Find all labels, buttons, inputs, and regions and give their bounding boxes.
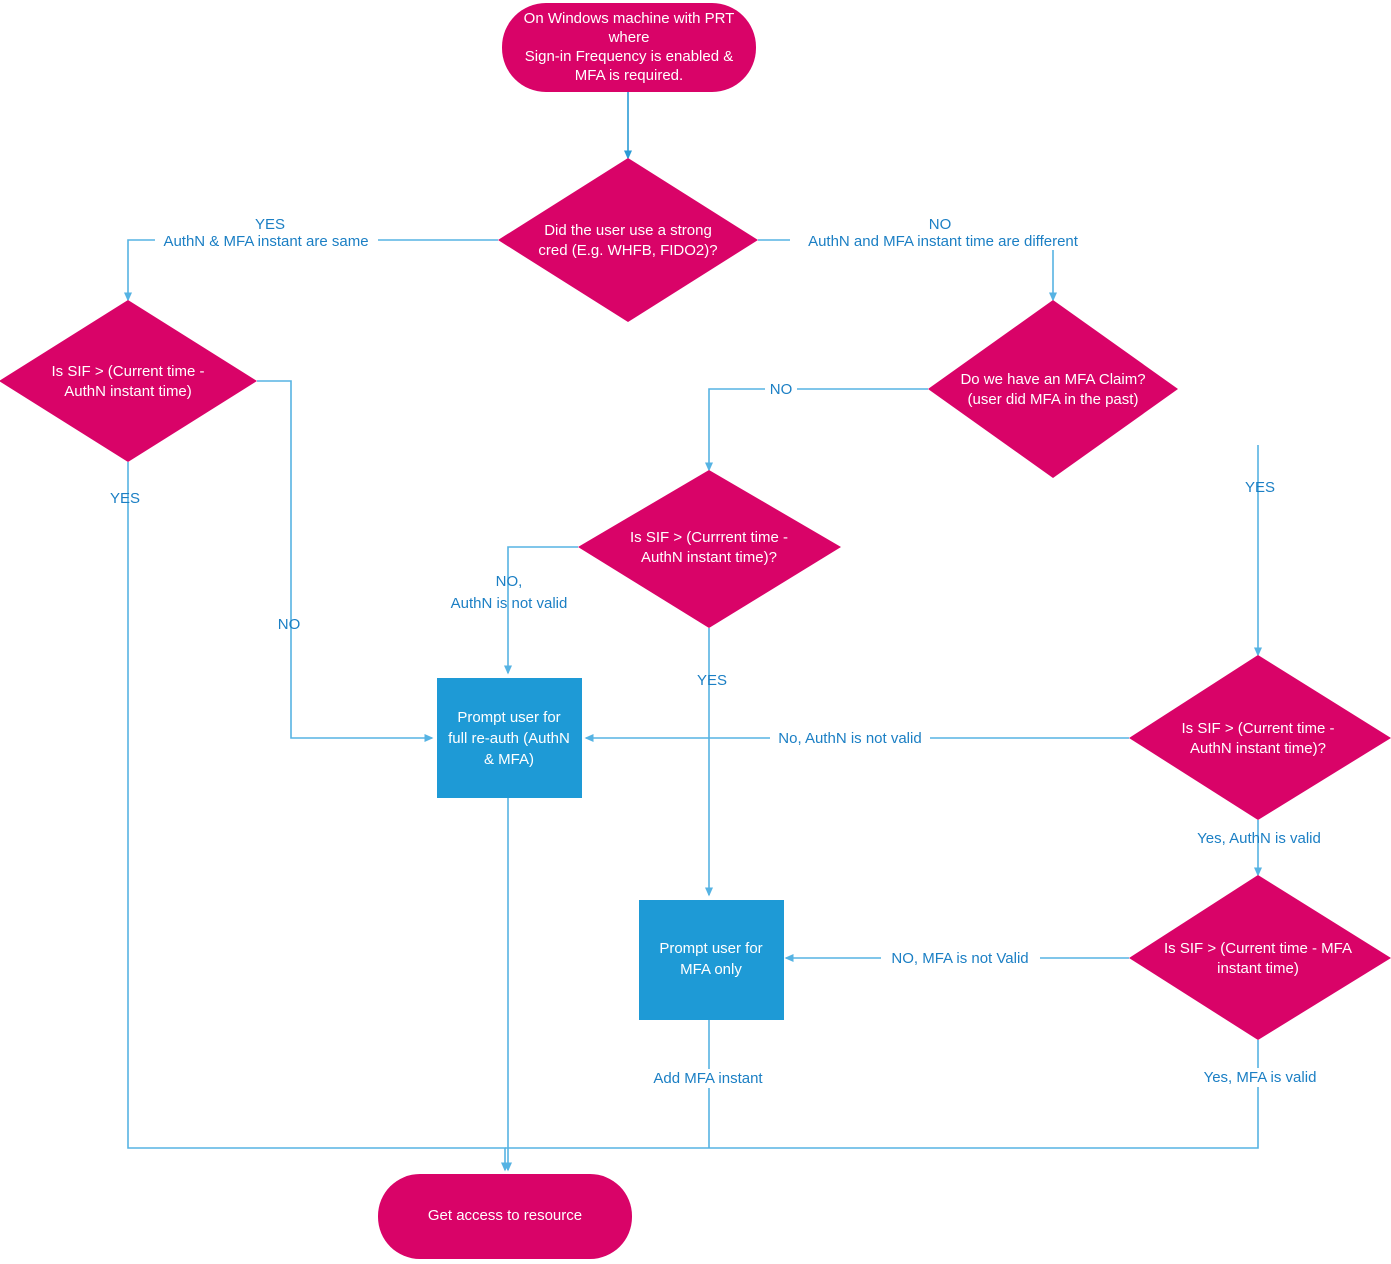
- edge-sif-left-yes: [127, 462, 509, 1172]
- edge-label-no-mfa-claim: NO: [770, 381, 793, 398]
- edge-label-yes-mfa-valid: Yes, MFA is valid: [1204, 1069, 1317, 1086]
- node-start-line-2: where: [608, 29, 650, 46]
- edge-label-no-right-top-sub: AuthN and MFA instant time are different: [808, 233, 1079, 250]
- edge-label-no-sif-left: NO: [278, 616, 301, 633]
- edge-label-no-right-top-sub-group: AuthN and MFA instant time are different: [790, 231, 1096, 250]
- node-sif-right-mfa-line-1: Is SIF > (Current time - MFA: [1164, 940, 1352, 957]
- node-prompt-mfa-only-line-2: MFA only: [680, 961, 742, 978]
- edge-label-yes-left-top: YES: [255, 216, 285, 233]
- edge-label-add-mfa-instant-group: Add MFA instant: [644, 1069, 772, 1088]
- node-start[interactable]: On Windows machine with PRT where Sign-i…: [502, 3, 756, 92]
- node-sif-right-mfa-line-2: instant time): [1217, 960, 1299, 977]
- edge-label-yes-left-top-sub-group: AuthN & MFA instant are same: [155, 231, 378, 250]
- edge-label-no-mfa-not-valid: NO, MFA is not Valid: [891, 950, 1028, 967]
- edge-label-no-authn-not-valid-center-1: NO,: [496, 573, 523, 590]
- node-strong-cred-line-2: cred (E.g. WHFB, FIDO2)?: [538, 242, 717, 259]
- edge-label-no-authn-not-valid-center-2: AuthN is not valid: [451, 595, 568, 612]
- node-prompt-mfa-only-line-1: Prompt user for: [659, 940, 762, 957]
- edge-label-no-mfa-not-valid-group: NO, MFA is not Valid: [881, 949, 1040, 968]
- edge-label-yes-sif-center: YES: [697, 672, 727, 689]
- node-sif-right-authn[interactable]: Is SIF > (Current time - AuthN instant t…: [1129, 655, 1391, 820]
- node-sif-right-authn-line-2: AuthN instant time)?: [1190, 740, 1326, 757]
- edge-sif-left-no: [257, 380, 434, 742]
- node-get-access[interactable]: Get access to resource: [378, 1174, 632, 1259]
- edge-mfa-claim-no: [705, 388, 928, 472]
- node-sif-left-line-1: Is SIF > (Current time -: [52, 363, 205, 380]
- node-start-line-1: On Windows machine with PRT: [524, 10, 735, 27]
- node-sif-left[interactable]: Is SIF > (Current time - AuthN instant t…: [0, 300, 257, 462]
- edge-label-add-mfa-instant: Add MFA instant: [653, 1070, 763, 1087]
- node-sif-center-line-1: Is SIF > (Currrent time -: [630, 529, 788, 546]
- node-start-line-3: Sign-in Frequency is enabled &: [525, 48, 733, 65]
- edge-label-yes-mfa-valid-group: Yes, MFA is valid: [1196, 1068, 1324, 1087]
- node-sif-center-line-2: AuthN instant time)?: [641, 549, 777, 566]
- edge-sif-center-no: [504, 546, 578, 675]
- edge-label-yes-left-top-sub: AuthN & MFA instant are same: [163, 233, 368, 250]
- edge-label-yes-sif-left: YES: [110, 490, 140, 507]
- node-prompt-full-reauth-line-3: & MFA): [484, 751, 534, 768]
- node-get-access-label: Get access to resource: [428, 1207, 582, 1224]
- node-start-line-4: MFA is required.: [575, 67, 683, 84]
- node-sif-left-line-2: AuthN instant time): [64, 383, 192, 400]
- node-strong-cred[interactable]: Did the user use a strong cred (E.g. WHF…: [498, 158, 758, 322]
- edge-label-yes-mfa-claim: YES: [1245, 479, 1275, 496]
- node-strong-cred-line-1: Did the user use a strong: [544, 222, 712, 239]
- node-mfa-claim-line-1: Do we have an MFA Claim?: [960, 371, 1145, 388]
- edge-label-no-authn-not-valid-right: No, AuthN is not valid: [778, 730, 921, 747]
- node-prompt-full-reauth-line-2: full re-auth (AuthN: [448, 730, 570, 747]
- node-mfa-claim-line-2: (user did MFA in the past): [968, 391, 1139, 408]
- node-mfa-claim[interactable]: Do we have an MFA Claim? (user did MFA i…: [928, 300, 1178, 478]
- node-sif-right-authn-line-1: Is SIF > (Current time -: [1182, 720, 1335, 737]
- edge-label-yes-authn-valid: Yes, AuthN is valid: [1197, 830, 1321, 847]
- edge-label-no-right-top: NO: [929, 216, 952, 233]
- edge-sif-right-mfa-yes: [505, 1040, 1259, 1149]
- node-sif-center[interactable]: Is SIF > (Currrent time - AuthN instant …: [578, 470, 841, 628]
- edge-label-no-authn-not-valid-right-group: No, AuthN is not valid: [770, 729, 930, 748]
- node-sif-right-mfa[interactable]: Is SIF > (Current time - MFA instant tim…: [1129, 875, 1391, 1040]
- node-prompt-full-reauth[interactable]: Prompt user for full re-auth (AuthN & MF…: [437, 678, 582, 798]
- node-prompt-mfa-only[interactable]: Prompt user for MFA only: [639, 900, 784, 1020]
- node-prompt-full-reauth-line-1: Prompt user for: [457, 709, 560, 726]
- edge-label-no-mfa-claim-group: NO: [765, 380, 797, 399]
